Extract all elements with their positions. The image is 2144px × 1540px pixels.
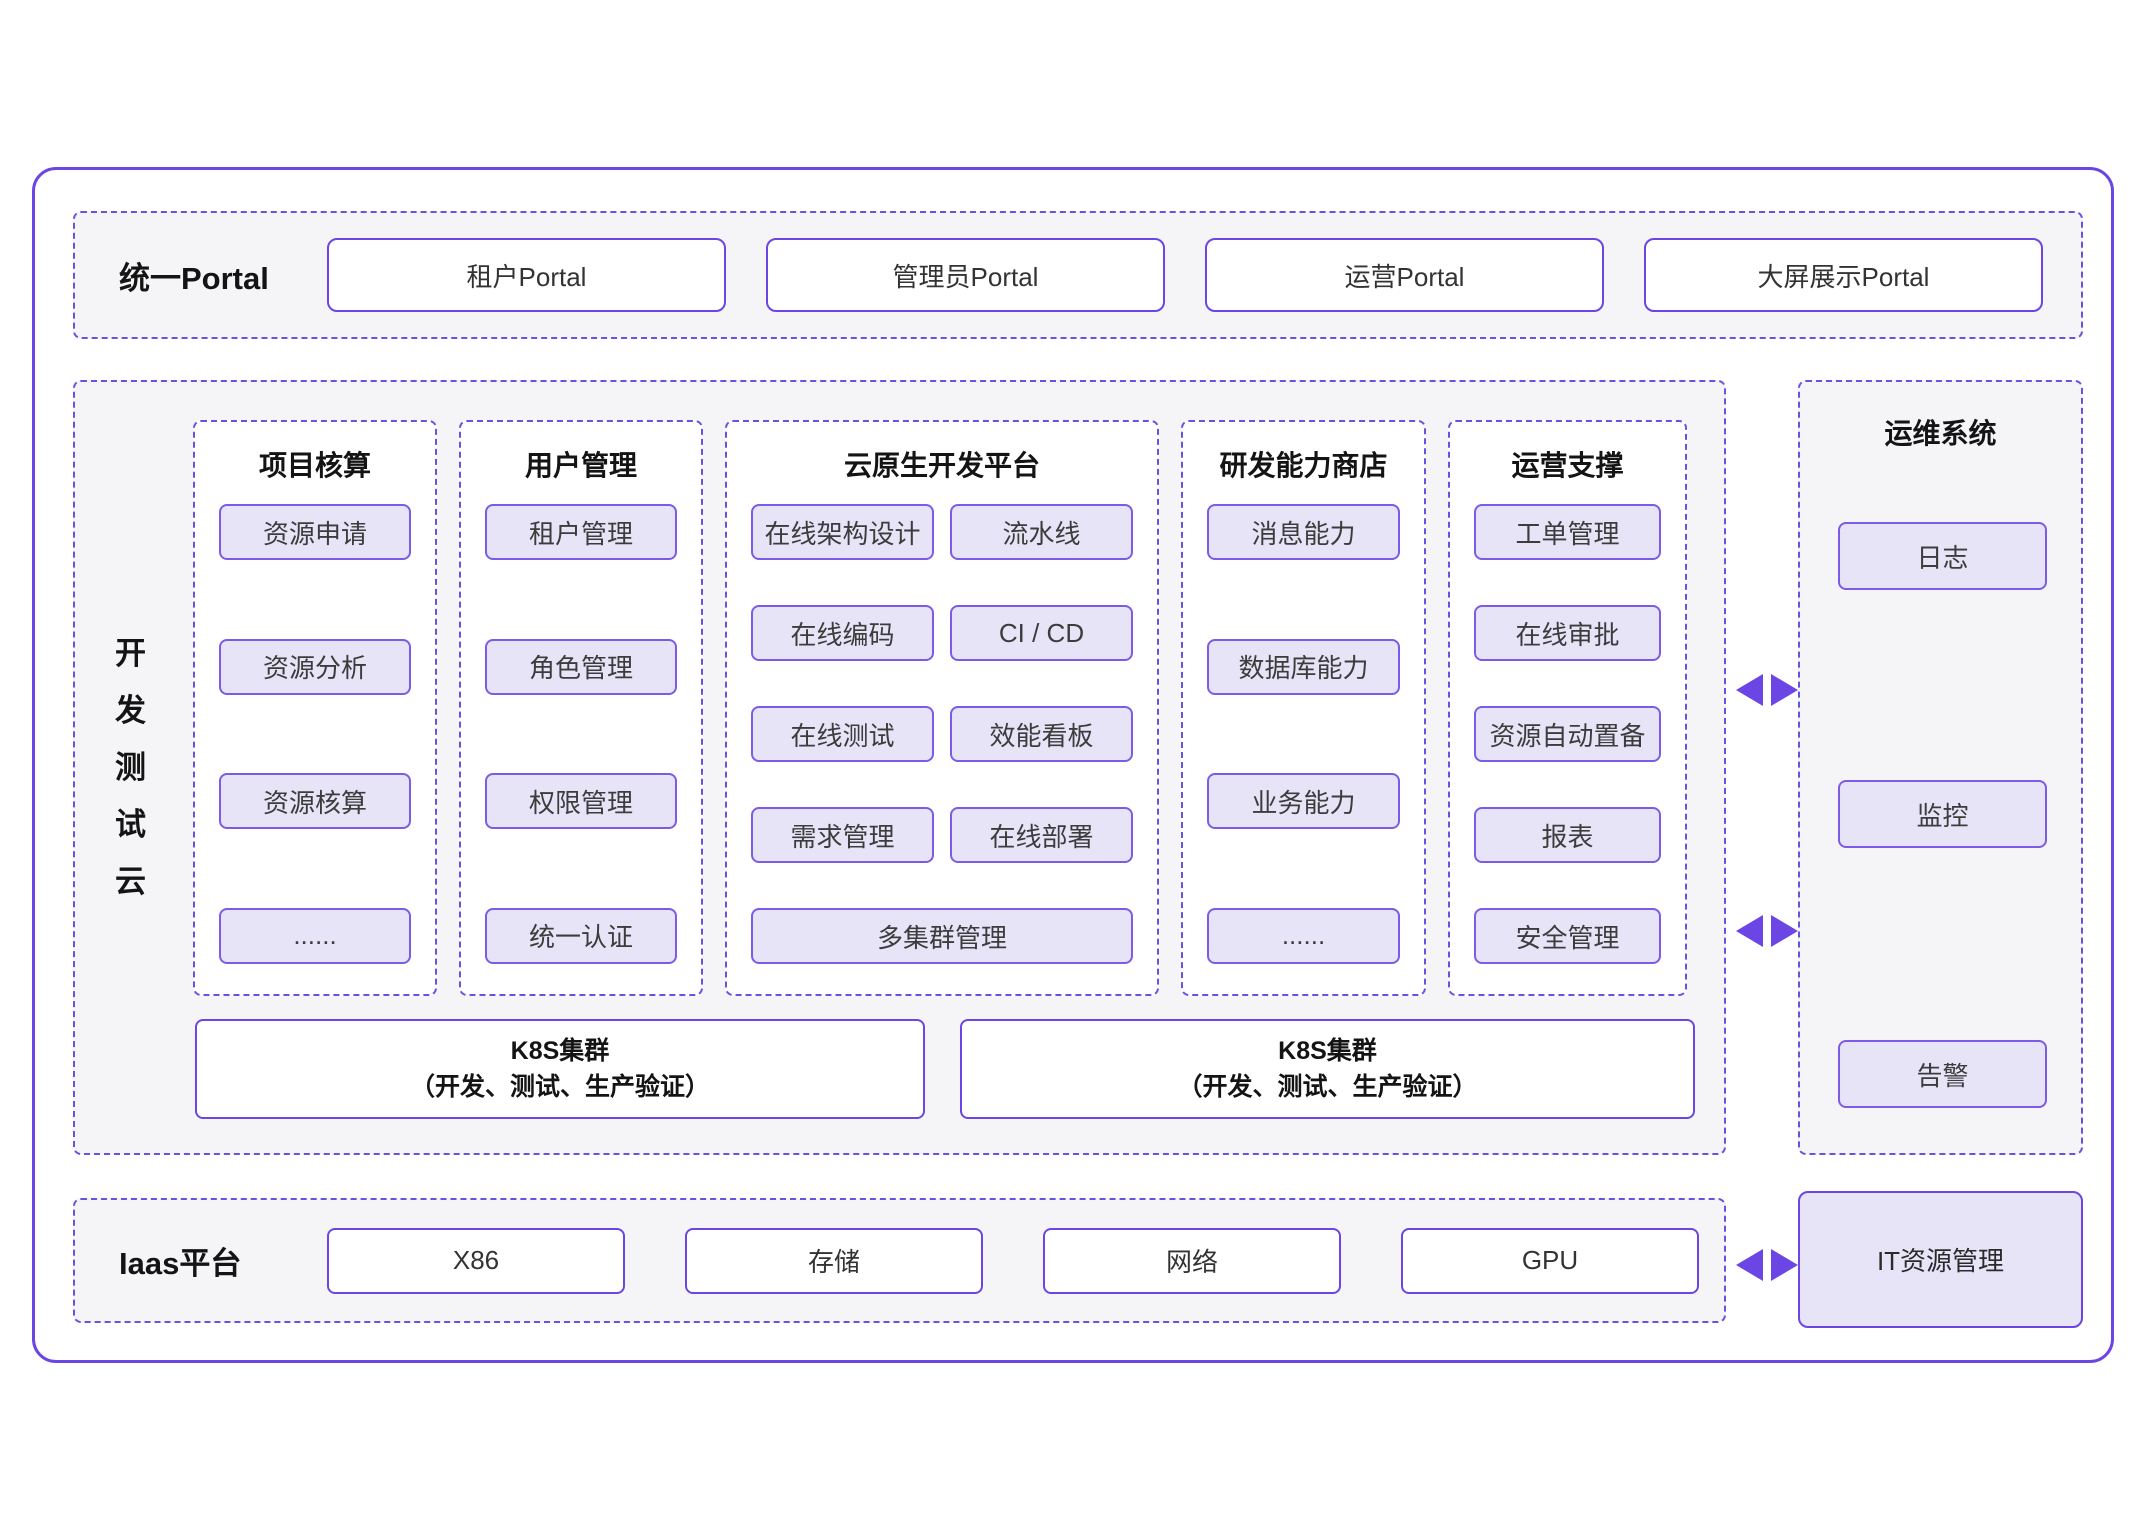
module-box: 数据库能力: [1207, 638, 1400, 695]
column-operation-support: 运营支撑 工单管理 在线审批 资源自动置备 报表 安全管理: [1448, 420, 1687, 996]
module-box: 在线编码: [751, 605, 934, 661]
module-box: 资源自动置备: [1474, 706, 1661, 762]
k8s-cluster-subtitle: （开发、测试、生产验证）: [409, 1073, 710, 1101]
module-box: 资源分析: [219, 638, 411, 695]
iaas-box-storage: 存储: [685, 1227, 983, 1294]
module-box: 资源申请: [219, 504, 411, 560]
ops-module-box-alert: 告警: [1838, 1040, 2047, 1108]
module-box: CI / CD: [950, 605, 1133, 661]
module-box: 流水线: [950, 504, 1133, 560]
k8s-cluster-title: K8S集群: [510, 1037, 610, 1065]
architecture-diagram: 统一Portal 租户Portal 管理员Portal 运营Portal 大屏展…: [32, 167, 2114, 1363]
module-box: 工单管理: [1474, 504, 1661, 560]
column-title: 项目核算: [258, 450, 371, 481]
left-triangle-icon: [1736, 674, 1763, 706]
module-box: 业务能力: [1207, 773, 1400, 830]
module-box: 消息能力: [1207, 504, 1400, 560]
column-user-management: 用户管理 租户管理 角色管理 权限管理 统一认证: [459, 420, 703, 996]
column-title: 用户管理: [524, 450, 637, 481]
iaas-platform-label: Iaas平台: [119, 1246, 242, 1281]
column-cloud-native-platform: 云原生开发平台 在线架构设计 流水线 在线编码 CI / CD 在线测试 效能看…: [725, 420, 1159, 996]
unified-portal-section: 统一Portal 租户Portal 管理员Portal 运营Portal 大屏展…: [73, 211, 2083, 339]
module-box: 资源核算: [219, 773, 411, 830]
module-box: 效能看板: [950, 706, 1133, 762]
sync-arrows-icon: [1736, 915, 1798, 947]
column-title: 运营支撑: [1511, 450, 1624, 481]
k8s-cluster-box: K8S集群 （开发、测试、生产验证）: [960, 1019, 1695, 1119]
ops-module-box-monitor: 监控: [1838, 780, 2047, 848]
left-triangle-icon: [1736, 1249, 1763, 1281]
it-resource-management-box: IT资源管理: [1798, 1191, 2083, 1328]
unified-portal-label: 统一Portal: [119, 260, 269, 296]
module-box: ......: [1207, 907, 1400, 964]
module-box: 安全管理: [1474, 908, 1661, 964]
admin-portal-box: 管理员Portal: [766, 238, 1165, 312]
module-columns: 项目核算 资源申请 资源分析 资源核算 ...... 用户管理 租户管理 角色管…: [193, 420, 1687, 996]
tenant-portal-box: 租户Portal: [327, 238, 726, 312]
module-box: 多集群管理: [751, 908, 1133, 964]
sync-arrows-icon: [1736, 674, 1798, 706]
right-triangle-icon: [1771, 1249, 1798, 1281]
right-triangle-icon: [1771, 915, 1798, 947]
right-triangle-icon: [1771, 674, 1798, 706]
bigscreen-portal-box: 大屏展示Portal: [1644, 238, 2043, 312]
k8s-cluster-subtitle: （开发、测试、生产验证）: [1177, 1073, 1478, 1101]
iaas-box-network: 网络: [1043, 1227, 1341, 1294]
iaas-box-x86: X86: [327, 1227, 625, 1294]
module-box: 在线审批: [1474, 605, 1661, 661]
ops-module-box-log: 日志: [1838, 522, 2047, 590]
iaas-box-gpu: GPU: [1401, 1227, 1699, 1294]
module-box: 报表: [1474, 807, 1661, 863]
column-capability-store: 研发能力商店 消息能力 数据库能力 业务能力 ......: [1181, 420, 1426, 996]
left-triangle-icon: [1736, 915, 1763, 947]
module-box: 角色管理: [485, 638, 677, 695]
ops-system-section: 运维系统 日志 监控 告警: [1798, 380, 2083, 1155]
ops-system-title: 运维系统: [1884, 418, 1997, 449]
module-box: 在线测试: [751, 706, 934, 762]
module-box: 租户管理: [485, 504, 677, 560]
module-box: 需求管理: [751, 807, 934, 863]
sync-arrows-icon: [1736, 1249, 1798, 1281]
iaas-platform-section: Iaas平台 X86 存储 网络 GPU: [73, 1198, 1726, 1323]
dev-test-cloud-label: 开发测试云: [110, 636, 145, 922]
module-box: 权限管理: [485, 773, 677, 830]
module-box: 在线部署: [950, 807, 1133, 863]
operation-portal-box: 运营Portal: [1205, 238, 1604, 312]
module-box: 统一认证: [485, 907, 677, 964]
dev-test-cloud-section: 开发测试云 项目核算 资源申请 资源分析 资源核算 ...... 用户管理 租户…: [73, 380, 1726, 1155]
column-project-accounting: 项目核算 资源申请 资源分析 资源核算 ......: [193, 420, 437, 996]
module-box: 在线架构设计: [751, 504, 934, 560]
column-title: 研发能力商店: [1219, 450, 1388, 481]
column-title: 云原生开发平台: [843, 450, 1040, 481]
module-box: ......: [219, 907, 411, 964]
k8s-cluster-title: K8S集群: [1278, 1037, 1377, 1065]
k8s-cluster-box: K8S集群 （开发、测试、生产验证）: [195, 1019, 925, 1119]
